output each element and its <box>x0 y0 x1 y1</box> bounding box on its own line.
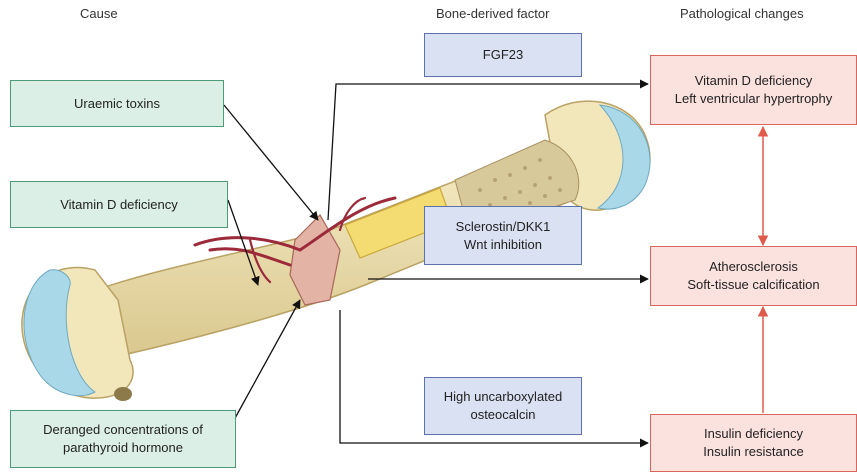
factor-fgf23-label: FGF23 <box>483 46 523 64</box>
patho-vitd-lvh: Vitamin D deficiency Left ventricular hy… <box>650 55 857 125</box>
arrow-uraemic-to-bone <box>224 105 318 220</box>
factor-sclerostin-line1: Sclerostin/DKK1 <box>456 218 551 236</box>
factor-osteocalcin-line1: High uncarboxylated <box>444 388 563 406</box>
cause-pth-line2: parathyroid hormone <box>63 439 183 457</box>
patho-bot-line2: Insulin resistance <box>703 443 803 461</box>
factor-osteocalcin-line2: osteocalcin <box>470 406 535 424</box>
cause-uraemic-label: Uraemic toxins <box>74 95 160 113</box>
cause-parathyroid-hormone: Deranged concentrations of parathyroid h… <box>10 410 236 468</box>
patho-insulin: Insulin deficiency Insulin resistance <box>650 414 857 472</box>
cause-pth-line1: Deranged concentrations of <box>43 421 203 439</box>
factor-osteocalcin: High uncarboxylated osteocalcin <box>424 377 582 435</box>
patho-top-line1: Vitamin D deficiency <box>695 72 813 90</box>
cause-vitamin-d-deficiency: Vitamin D deficiency <box>10 181 228 228</box>
factor-fgf23: FGF23 <box>424 33 582 77</box>
patho-mid-line1: Atherosclerosis <box>709 258 798 276</box>
patho-top-line2: Left ventricular hypertrophy <box>675 90 833 108</box>
patho-mid-line2: Soft-tissue calcification <box>687 276 819 294</box>
bone-foramen <box>114 387 132 401</box>
factor-sclerostin: Sclerostin/DKK1 Wnt inhibition <box>424 206 582 265</box>
patho-atherosclerosis: Atherosclerosis Soft-tissue calcificatio… <box>650 246 857 306</box>
cause-vitd-label: Vitamin D deficiency <box>60 196 178 214</box>
patho-bot-line1: Insulin deficiency <box>704 425 803 443</box>
factor-sclerostin-line2: Wnt inhibition <box>464 236 542 254</box>
cause-uraemic-toxins: Uraemic toxins <box>10 80 224 127</box>
